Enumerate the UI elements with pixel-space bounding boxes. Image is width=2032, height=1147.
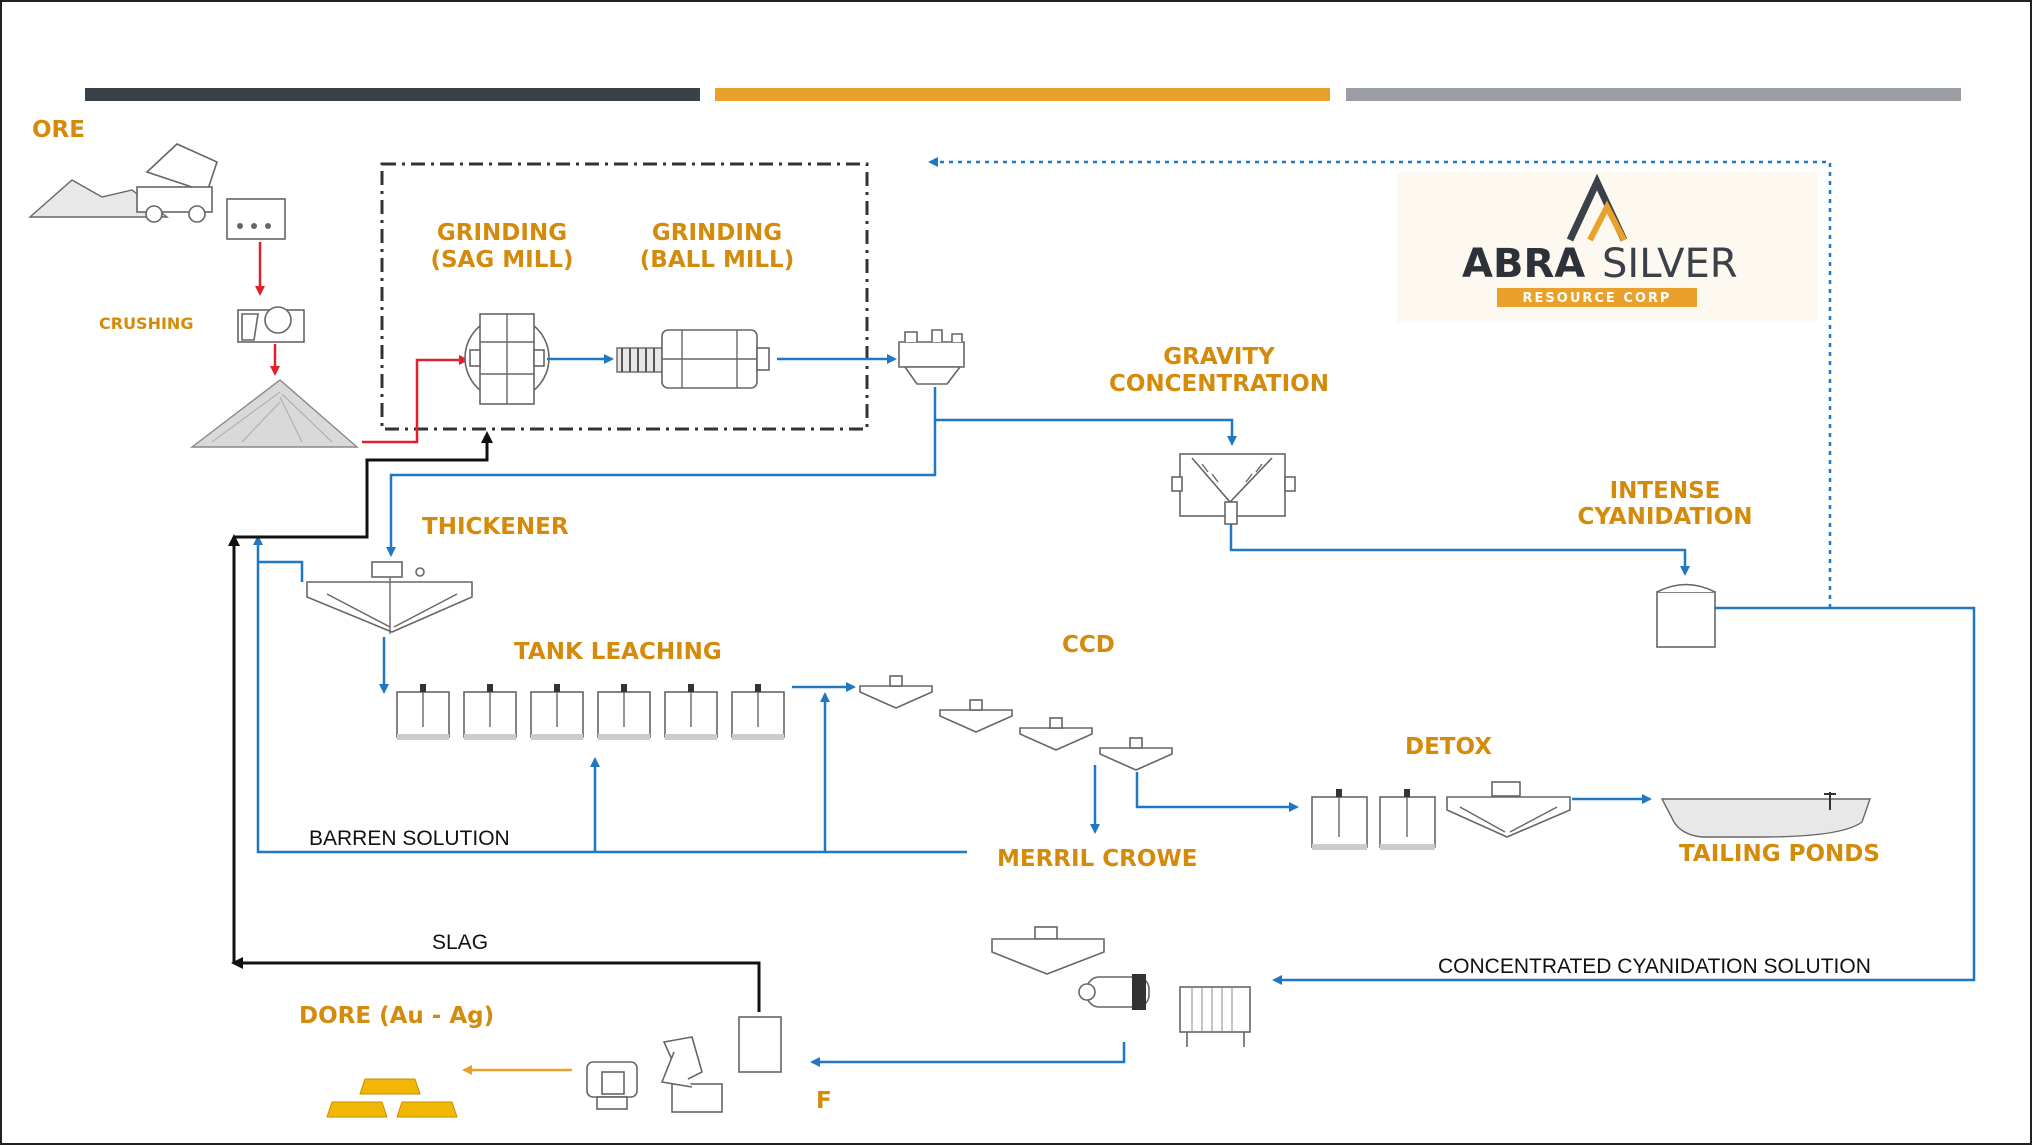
leach-tank-6 (731, 684, 785, 740)
haul-truck-icon (136, 143, 218, 223)
ccd-label: CCD (1062, 632, 1115, 658)
flow-ccd-to-detox (1135, 772, 1299, 812)
ore-stockpile-icon (28, 179, 170, 218)
tank-leaching-label: TANK LEACHING (514, 639, 722, 665)
tilting-furnace-icon (660, 1036, 723, 1113)
feeder-hopper-icon (226, 198, 286, 240)
detox-tank-1 (1311, 789, 1368, 850)
thickener-icon (306, 561, 473, 634)
filter-press-icon (1179, 986, 1251, 1047)
logo-tagline: RESOURCE CORP (1523, 291, 1672, 306)
gravity-label-line1: GRAVITY (1163, 344, 1275, 370)
flow-concentrated-cyanidation-solution (1272, 606, 1976, 985)
induction-furnace-icon (586, 1061, 638, 1110)
flow-water-recycle-dotted (928, 157, 1832, 608)
crushing-label: CRUSHING (99, 314, 193, 333)
intense-cyanidation-label-line2: CYANIDATION (1577, 504, 1752, 530)
gravity-concentrator-icon (1171, 453, 1296, 525)
sag-mill-label-line1: GRINDING (437, 220, 567, 246)
leach-tank-2 (463, 684, 517, 740)
merril-crowe-label: MERRIL CROWE (997, 846, 1197, 872)
detox-thickener-icon (1446, 781, 1571, 838)
intense-cyanidation-reactor-icon (1656, 583, 1716, 648)
merril-crowe-deaerator-icon (1078, 974, 1150, 1010)
concentrated-solution-label: CONCENTRATED CYANIDATION SOLUTION (1438, 955, 1871, 978)
barren-solution-label: BARREN SOLUTION (309, 827, 510, 850)
ball-mill-icon (616, 329, 770, 389)
flow-cyclone-to-thickener (386, 420, 937, 557)
sag-mill-label-line2: (SAG MILL) (430, 247, 573, 273)
thickener-label: THICKENER (422, 514, 569, 540)
slag-label: SLAG (432, 931, 488, 954)
ccd-thickener-2 (939, 699, 1013, 733)
logo-name-light: SILVER (1602, 241, 1738, 287)
tailing-ponds-label: TAILING PONDS (1679, 841, 1880, 867)
grinding-circuit-box (380, 162, 869, 431)
leach-tank-4 (597, 684, 651, 740)
flow-barren-to-thickener (258, 560, 304, 582)
header-bar-gray (1346, 88, 1961, 101)
header-bar-dark (85, 88, 700, 101)
logo-name-dark: ABRA (1462, 241, 1585, 287)
flow-recycle-to-grinding (234, 431, 493, 539)
retort-icon (738, 1016, 782, 1073)
abrasilver-logo: ABRA SILVER RESOURCE CORP (1397, 172, 1817, 322)
flow-barren-solution (253, 535, 967, 854)
flow-precipitate-to-furnace (810, 1042, 1126, 1067)
flow-gravity-to-intense-cyanidation (1229, 524, 1690, 576)
f-label: F (816, 1088, 832, 1114)
cyclone-icon (898, 329, 965, 385)
gravity-label-line2: CONCENTRATION (1109, 371, 1329, 397)
flow-slag-return (231, 957, 761, 1012)
leach-tank-3 (530, 684, 584, 740)
header-bar-orange (715, 88, 1330, 101)
tailing-pond-icon (1660, 792, 1871, 838)
detox-tank-2 (1379, 789, 1436, 850)
detox-label: DETOX (1405, 734, 1492, 760)
ccd-thickener-3 (1019, 717, 1093, 751)
merril-crowe-clarifier-icon (991, 926, 1105, 975)
leach-tank-1 (396, 684, 450, 740)
sag-mill-icon (464, 313, 550, 405)
ball-mill-label-line2: (BALL MILL) (640, 247, 794, 273)
dore-label: DORE (Au - Ag) (299, 1003, 494, 1029)
ccd-thickener-1 (859, 675, 933, 709)
leach-tank-5 (664, 684, 718, 740)
crusher-icon (237, 306, 305, 343)
flow-cyclone-to-gravity (933, 387, 1237, 446)
ccd-thickener-4 (1099, 737, 1173, 771)
ball-mill-label-line1: GRINDING (652, 220, 782, 246)
flow-stockpile-to-sag (362, 355, 469, 444)
crushed-stockpile-icon (189, 379, 359, 448)
dore-bars-icon (326, 1078, 458, 1118)
intense-cyanidation-label-line1: INTENSE (1610, 478, 1721, 504)
ore-label: ORE (32, 117, 85, 143)
